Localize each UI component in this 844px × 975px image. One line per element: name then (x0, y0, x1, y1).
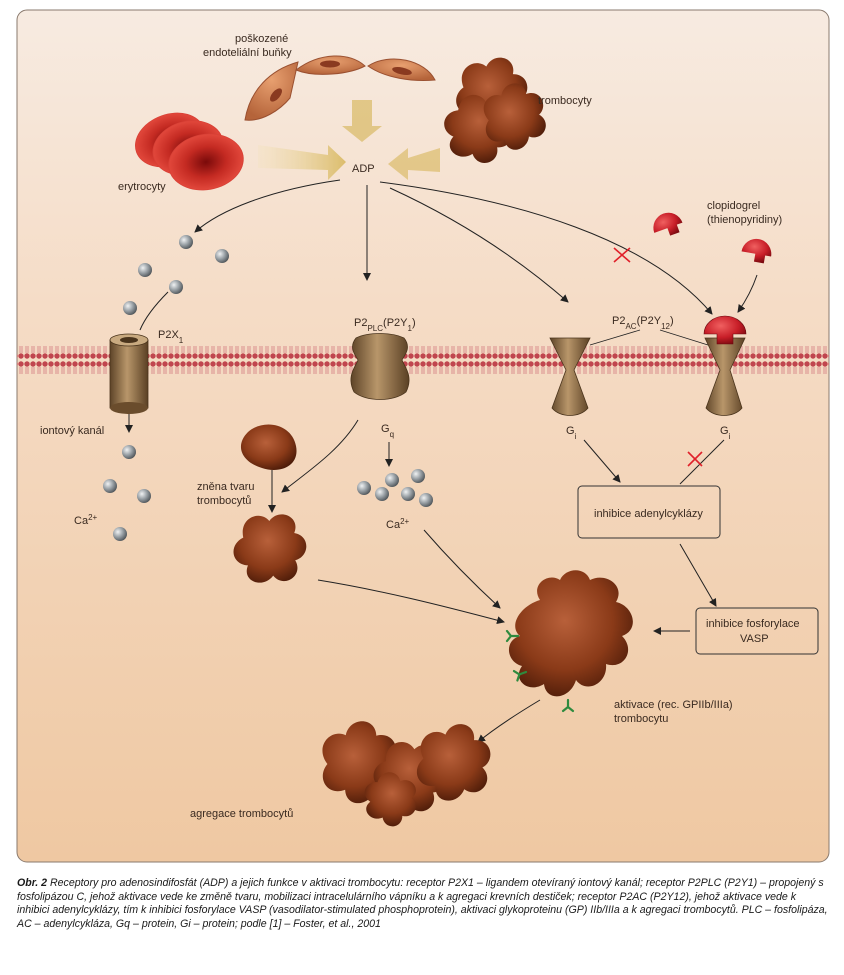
activated-platelet (505, 570, 633, 713)
caption-text: Receptory pro adenosindifosfát (ADP) a j… (17, 877, 828, 930)
vasp-text-line2: VASP (740, 633, 769, 645)
endothelial-cells (244, 55, 436, 121)
adp-label: ADP (352, 163, 375, 175)
clopidogrel-molecules (653, 212, 772, 264)
block-mark-gi (687, 451, 703, 467)
vasp-text-line1: inhibice fosforylace (706, 618, 800, 630)
p2x1-label: P2X1 (158, 329, 184, 345)
adp-arrows (139, 179, 713, 331)
intracellular-arrows (125, 414, 725, 743)
shape-change-label-line2: trombocytů (197, 495, 251, 507)
adenylcyclase-text: inhibice adenylcyklázy (594, 508, 703, 520)
resting-platelet (240, 424, 297, 470)
activation-label-line1: aktivace (rec. GPIIb/IIIa) (614, 699, 733, 711)
gi-label-left: Gi (566, 425, 577, 441)
release-arrows (258, 100, 440, 180)
p2x1-ion-channel (109, 333, 149, 414)
vasp-box (695, 607, 819, 655)
p2ac-pointer-lines (589, 329, 709, 346)
gq-label: Gq (381, 423, 394, 439)
gi-label-right: Gi (720, 425, 731, 441)
block-mark-top (613, 247, 631, 263)
activation-label-line2: trombocytu (614, 713, 668, 725)
adenylcyclase-box (577, 485, 721, 539)
cell-membrane (17, 344, 829, 374)
p2plc-label: P2PLC(P2Y1) (354, 317, 416, 333)
ions-intracellular-middle (357, 469, 433, 507)
caption-lead: Obr. 2 (17, 877, 48, 889)
p2ac-label: P2AC(P2Y12) (612, 315, 674, 331)
clopidogrel-label-line1: clopidogrel (707, 200, 760, 212)
ions-extracellular (123, 235, 229, 315)
erythrocytes-cluster (135, 112, 244, 191)
p2plc-receptor (350, 333, 410, 400)
endothelial-label-line1: poškozené (235, 33, 288, 45)
endothelial-label-line2: endoteliální buňky (203, 47, 292, 59)
ion-channel-label: iontový kanál (40, 425, 104, 437)
clopidogrel-arrow (737, 274, 758, 313)
ca-label-left: Ca2+ (74, 513, 98, 528)
p2ac-receptor-left (549, 337, 591, 416)
figure-caption: Obr. 2 Receptory pro adenosindifosfát (A… (17, 877, 829, 931)
platelets-label: trombocyty (538, 95, 592, 107)
p2ac-receptor-blocked (703, 315, 747, 416)
shape-change-label-line1: zněna tvaru (197, 481, 254, 493)
aggregation-label: agregace trombocytů (190, 808, 293, 820)
erythrocytes-label: erytrocyty (118, 181, 166, 193)
clopidogrel-label-line2: (thienopyridiny) (707, 214, 782, 226)
ca-label-middle: Ca2+ (386, 517, 410, 532)
ions-intracellular-left (103, 445, 151, 541)
